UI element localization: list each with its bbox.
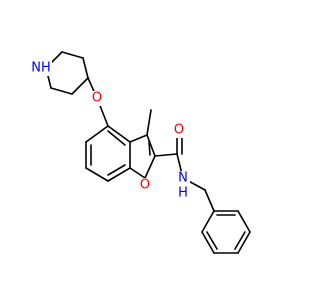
- bond: [107, 125, 131, 143]
- bond: [50, 87, 73, 95]
- bond: [146, 109, 152, 136]
- bonds: [45, 51, 251, 254]
- bond: [201, 210, 215, 233]
- bond: [148, 140, 151, 156]
- bond: [82, 57, 89, 79]
- bond: [129, 167, 146, 179]
- bond: [146, 134, 156, 157]
- atom-label-amide-n: N: [178, 171, 188, 186]
- bond: [71, 77, 89, 95]
- bond: [237, 231, 251, 254]
- bond: [237, 210, 251, 233]
- bond: [85, 167, 109, 182]
- atom-labels: NH O O O N H: [30, 60, 190, 201]
- bond: [204, 189, 215, 212]
- chemical-structure: NH O O O N H: [30, 51, 251, 254]
- bond: [154, 153, 178, 157]
- bond: [61, 51, 84, 59]
- bond: [129, 134, 148, 143]
- bond: [234, 231, 246, 250]
- bond: [85, 125, 109, 143]
- atom-label-ether-o: O: [92, 91, 102, 106]
- bond: [206, 231, 218, 250]
- atom-label-furan-o: O: [140, 178, 150, 193]
- bond: [107, 164, 126, 176]
- atom-label-carbonyl-o: O: [174, 123, 184, 138]
- bond: [201, 231, 215, 254]
- atom-label-amide-h: H: [178, 186, 188, 201]
- atom-label-nh: NH: [31, 61, 51, 76]
- bond: [107, 130, 126, 146]
- bond: [107, 167, 131, 182]
- bond: [144, 155, 156, 179]
